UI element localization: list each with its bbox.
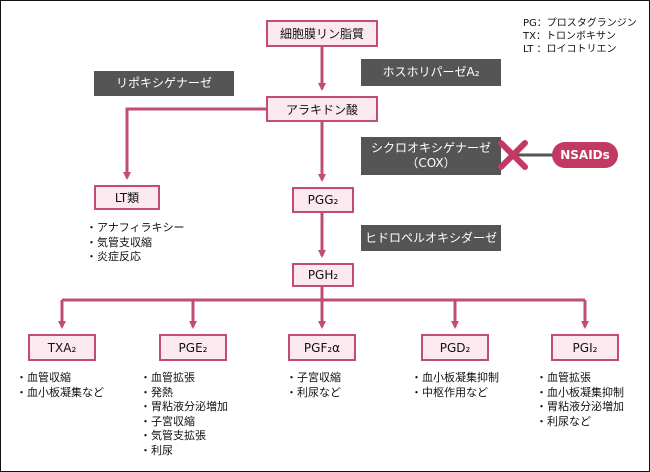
arrow-aa-to-lt [123, 107, 266, 180]
node-pgi2: PGI₂ [551, 334, 619, 361]
node-pgd2: PGD₂ [421, 334, 489, 361]
list-item: 利尿 [140, 444, 228, 459]
list-item: 利尿など [286, 386, 341, 401]
list-item: 胃粘液分泌増加 [140, 400, 228, 415]
node-arachidonic-acid: アラキドン酸 [266, 96, 378, 122]
list-item: 血小板凝集抑制 [411, 371, 499, 386]
node-txa2: TXA₂ [28, 334, 96, 361]
legend-item-pg: PG：プロスタグランジン [523, 18, 637, 29]
list-item: アナフィラキシー [86, 221, 185, 236]
effects-pgi2: 血管拡張 血小板凝集抑制 胃粘液分泌増加 利尿など [536, 371, 624, 429]
effects-pgf2a: 子宮収縮 利尿など [286, 371, 341, 400]
list-item: 気管支拡張 [140, 429, 228, 444]
list-item: 発熱 [140, 386, 228, 401]
cox-abbrev: （COX） [406, 156, 456, 170]
nsaids-badge: NSAIDs [552, 142, 618, 168]
inhibition-cross-icon [498, 140, 528, 170]
list-item: 子宮収縮 [286, 371, 341, 386]
legend: PG：プロスタグランジン TX：トロンボキサン LT ：ロイコトリエン [523, 17, 637, 56]
cox-name: シクロオキシゲナーゼ [370, 141, 491, 155]
list-item: 子宮収縮 [140, 415, 228, 430]
list-item: 血小板凝集抑制 [536, 386, 624, 401]
list-item: 胃粘液分泌増加 [536, 400, 624, 415]
effects-pgd2: 血小板凝集抑制 中枢作用など [411, 371, 499, 400]
node-membrane-phospholipid: 細胞膜リン脂質 [266, 20, 378, 47]
enzyme-phospholipase-a2: ホスホリパーゼA₂ [361, 59, 501, 86]
list-item: 血管拡張 [140, 371, 228, 386]
effects-lt: アナフィラキシー 気管支収縮 炎症反応 [86, 221, 185, 265]
effects-txa2: 血管収縮 血小板凝集など [16, 371, 104, 400]
list-item: 血小板凝集など [16, 386, 104, 401]
legend-item-tx: TX：トロンボキサン [523, 31, 616, 42]
enzyme-hydroperoxidase: ヒドロペルオキシダーゼ [361, 225, 501, 251]
list-item: 利尿など [536, 415, 624, 430]
enzyme-lipoxygenase: リポキシゲナーゼ [94, 71, 234, 96]
node-pgf2a: PGF₂α [288, 334, 356, 361]
node-pgh2: PGH₂ [292, 263, 354, 287]
list-item: 炎症反応 [86, 250, 185, 265]
list-item: 血管収縮 [16, 371, 104, 386]
list-item: 中枢作用など [411, 386, 499, 401]
list-item: 血管拡張 [536, 371, 624, 386]
enzyme-cyclooxygenase: シクロオキシゲナーゼ （COX） [361, 137, 501, 175]
node-lt: LT類 [94, 185, 160, 210]
effects-pge2: 血管拡張 発熱 胃粘液分泌増加 子宮収縮 気管支拡張 利尿 [140, 371, 228, 458]
legend-item-lt: LT ：ロイコトリエン [523, 44, 617, 55]
node-pge2: PGE₂ [159, 334, 227, 361]
list-item: 気管支収縮 [86, 236, 185, 251]
node-pgg2: PGG₂ [292, 187, 354, 213]
